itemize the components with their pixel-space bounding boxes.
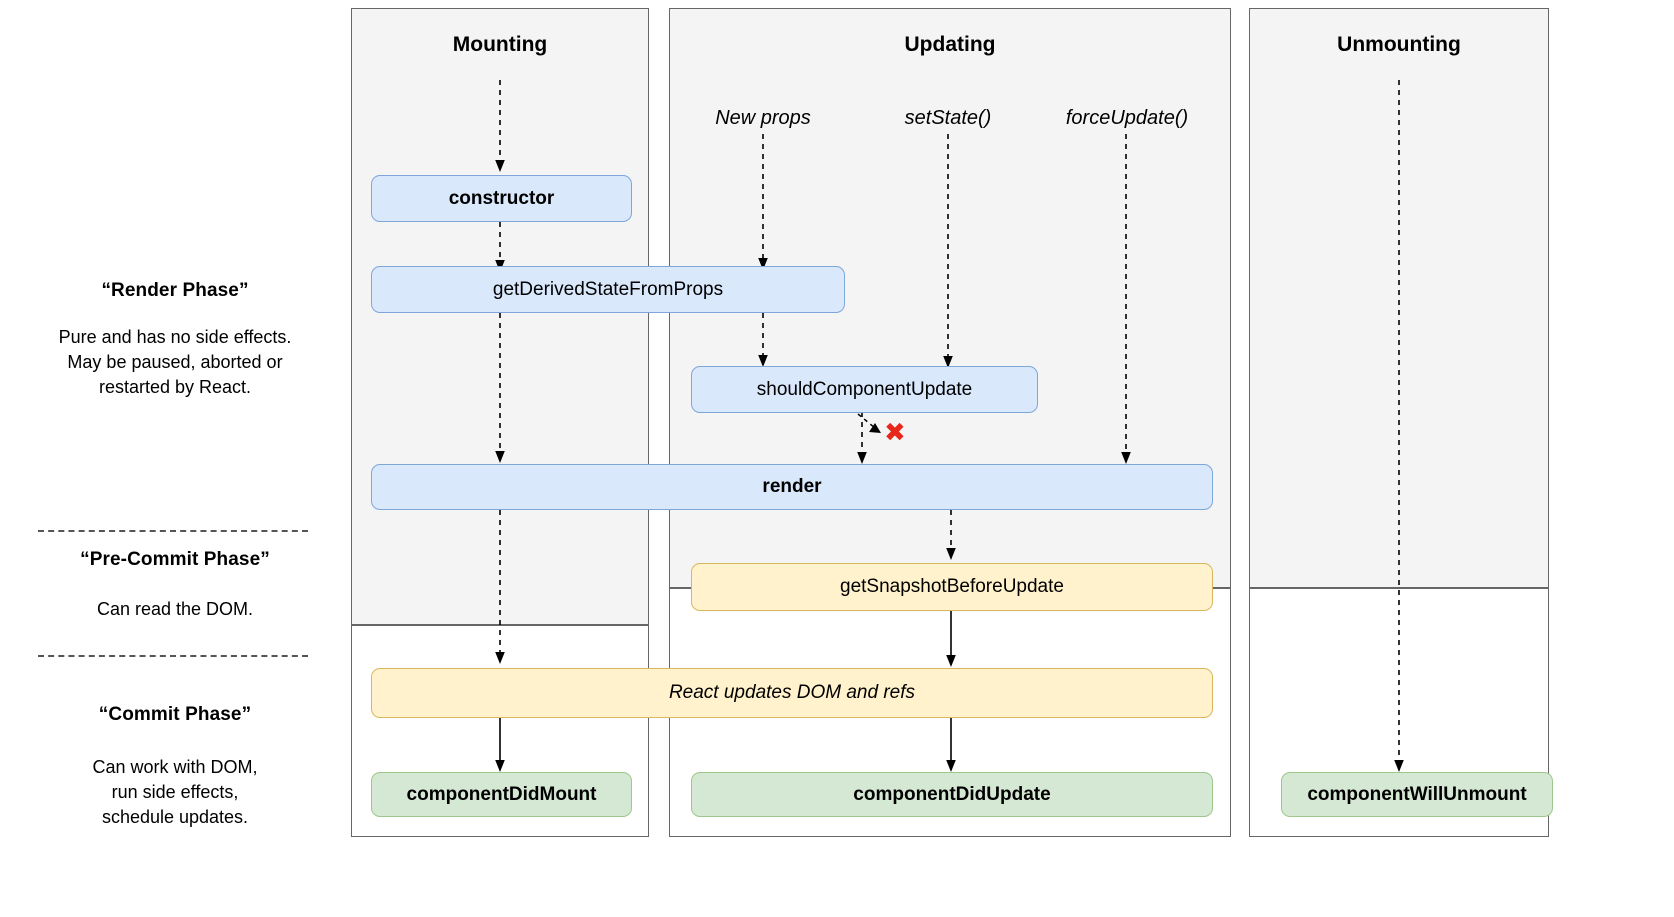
connector-get-snapshot-to-react-updates-dom <box>944 611 958 669</box>
connector-force-update-to-render <box>1119 134 1133 466</box>
column-title-updating: Updating <box>904 33 996 56</box>
phase-description-render: Pure and has no side effects. May be pau… <box>58 327 292 397</box>
node-component-will-unmount[interactable]: componentWillUnmount <box>1281 772 1553 817</box>
phase-divider-precommit-commit <box>38 655 308 657</box>
connector-render-to-react-updates-dom-mounting <box>493 510 507 666</box>
connector-render-to-get-snapshot <box>944 510 958 562</box>
phase-description-pre-commit: Can read the DOM. <box>96 599 254 619</box>
phase-title-pre-commit: “Pre-Commit Phase” <box>80 549 270 570</box>
phase-title-render: “Render Phase” <box>101 280 249 301</box>
column-title-unmounting: Unmounting <box>1337 33 1461 56</box>
connector-unmount-start-to-component-will-unmount <box>1392 80 1406 774</box>
connector-should-component-update-to-render <box>855 412 869 466</box>
connector-mount-start-to-constructor <box>493 80 507 174</box>
connector-new-props-to-get-derived-state <box>756 134 770 272</box>
node-component-did-mount[interactable]: componentDidMount <box>371 772 632 817</box>
node-get-snapshot-before-update[interactable]: getSnapshotBeforeUpdate <box>691 563 1213 611</box>
node-render[interactable]: render <box>371 464 1213 510</box>
connector-react-updates-dom-to-component-did-update <box>944 718 958 774</box>
node-constructor[interactable]: constructor <box>371 175 632 222</box>
node-should-component-update[interactable]: shouldComponentUpdate <box>691 366 1038 413</box>
trigger-label-set-state: setState() <box>904 107 992 129</box>
connector-react-updates-dom-to-component-did-mount <box>493 718 507 774</box>
phase-divider-render-precommit <box>38 530 308 532</box>
connector-set-state-to-should-component-update <box>941 134 955 370</box>
connector-get-derived-state-to-should-component-update <box>756 313 770 369</box>
should-component-update-false-x-icon: ✖ <box>884 418 906 448</box>
node-get-derived-state-from-props[interactable]: getDerivedStateFromProps <box>371 266 845 313</box>
column-title-mounting: Mounting <box>452 33 548 56</box>
phase-description-commit: Can work with DOM, run side effects, sch… <box>92 757 258 827</box>
phase-title-commit: “Commit Phase” <box>98 704 252 725</box>
trigger-label-force-update: forceUpdate() <box>1065 107 1189 129</box>
connector-get-derived-state-to-render-mounting <box>493 313 507 465</box>
connector-should-component-update-false-branch <box>856 412 890 446</box>
node-component-did-update[interactable]: componentDidUpdate <box>691 772 1213 817</box>
trigger-label-new-props: New props <box>715 107 811 129</box>
node-react-updates-dom-and-refs[interactable]: React updates DOM and refs <box>371 668 1213 718</box>
